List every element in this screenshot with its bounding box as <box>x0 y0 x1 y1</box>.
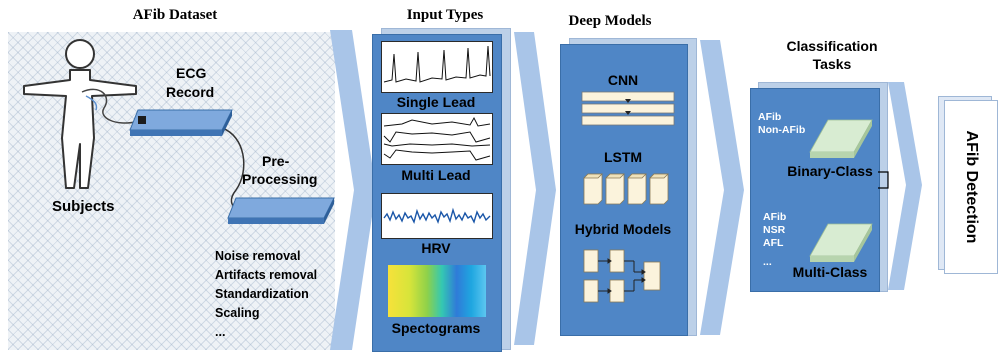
single-lead-label: Single Lead <box>396 94 476 110</box>
spectograms-label: Spectograms <box>391 320 481 336</box>
preprocessing-label-line2: Processing <box>242 171 318 187</box>
ecg-record-label-line2: Record <box>166 84 215 100</box>
ecg-record-platform <box>129 109 233 136</box>
ecg-record-label-line1: ECG <box>176 65 207 81</box>
binary-classes-list: AFib Non-AFib <box>758 111 805 137</box>
lstm-icon <box>583 173 669 205</box>
class-item: NSR <box>763 224 786 236</box>
hybrid-models-icon <box>583 249 661 303</box>
binary-class-label: Binary-Class <box>787 163 873 179</box>
bracket-connector <box>878 171 889 189</box>
step-item: Noise removal <box>215 249 301 263</box>
input-types-header: Input Types <box>406 7 484 23</box>
step-item: Standardization <box>215 287 309 301</box>
cnn-label: CNN <box>607 72 639 88</box>
binary-class-platform <box>809 119 873 158</box>
multi-lead-thumbnail <box>381 113 493 165</box>
arrow-tasks-to-output <box>888 82 922 290</box>
class-item: AFib <box>763 211 787 223</box>
classification-header-line1: Classification <box>786 38 878 54</box>
class-item: Non-AFib <box>758 124 806 136</box>
hrv-thumbnail <box>381 193 493 239</box>
multi-class-platform <box>809 223 873 262</box>
arrow-models-to-tasks <box>700 40 744 335</box>
person-icon <box>23 39 137 189</box>
spectrogram-thumbnail <box>388 265 486 317</box>
step-item: Artifacts removal <box>215 268 318 282</box>
class-item: AFib <box>758 111 782 123</box>
ecg-cable <box>81 88 245 209</box>
lstm-label: LSTM <box>603 149 643 165</box>
preprocessing-platform <box>227 197 335 224</box>
cnn-icon <box>581 91 675 126</box>
afib-detection-box: AFib Detection <box>944 100 998 274</box>
class-item: ... <box>763 256 772 268</box>
subjects-label: Subjects <box>52 198 115 215</box>
multi-lead-label: Multi Lead <box>401 167 471 183</box>
step-item: ... <box>215 325 226 339</box>
arrow-dataset-to-inputs <box>330 30 376 350</box>
multi-classes-list: AFib NSR AFL ... <box>763 211 786 269</box>
hybrid-models-label: Hybrid Models <box>574 221 672 237</box>
classification-header-line2: Tasks <box>812 56 852 72</box>
arrow-inputs-to-models <box>514 32 556 345</box>
deep-models-header: Deep Models <box>568 13 652 29</box>
class-item: AFL <box>763 237 784 249</box>
step-item: Scaling <box>215 306 260 320</box>
hrv-label: HRV <box>421 240 451 256</box>
preprocessing-steps-list: Noise removal Artifacts removal Standard… <box>215 247 317 342</box>
single-lead-thumbnail <box>381 41 493 93</box>
afib-detection-label: AFib Detection <box>963 130 980 244</box>
preprocessing-label-line1: Pre- <box>262 153 290 169</box>
multi-class-label: Multi-Class <box>792 264 868 280</box>
dataset-header: AFib Dataset <box>132 7 218 23</box>
